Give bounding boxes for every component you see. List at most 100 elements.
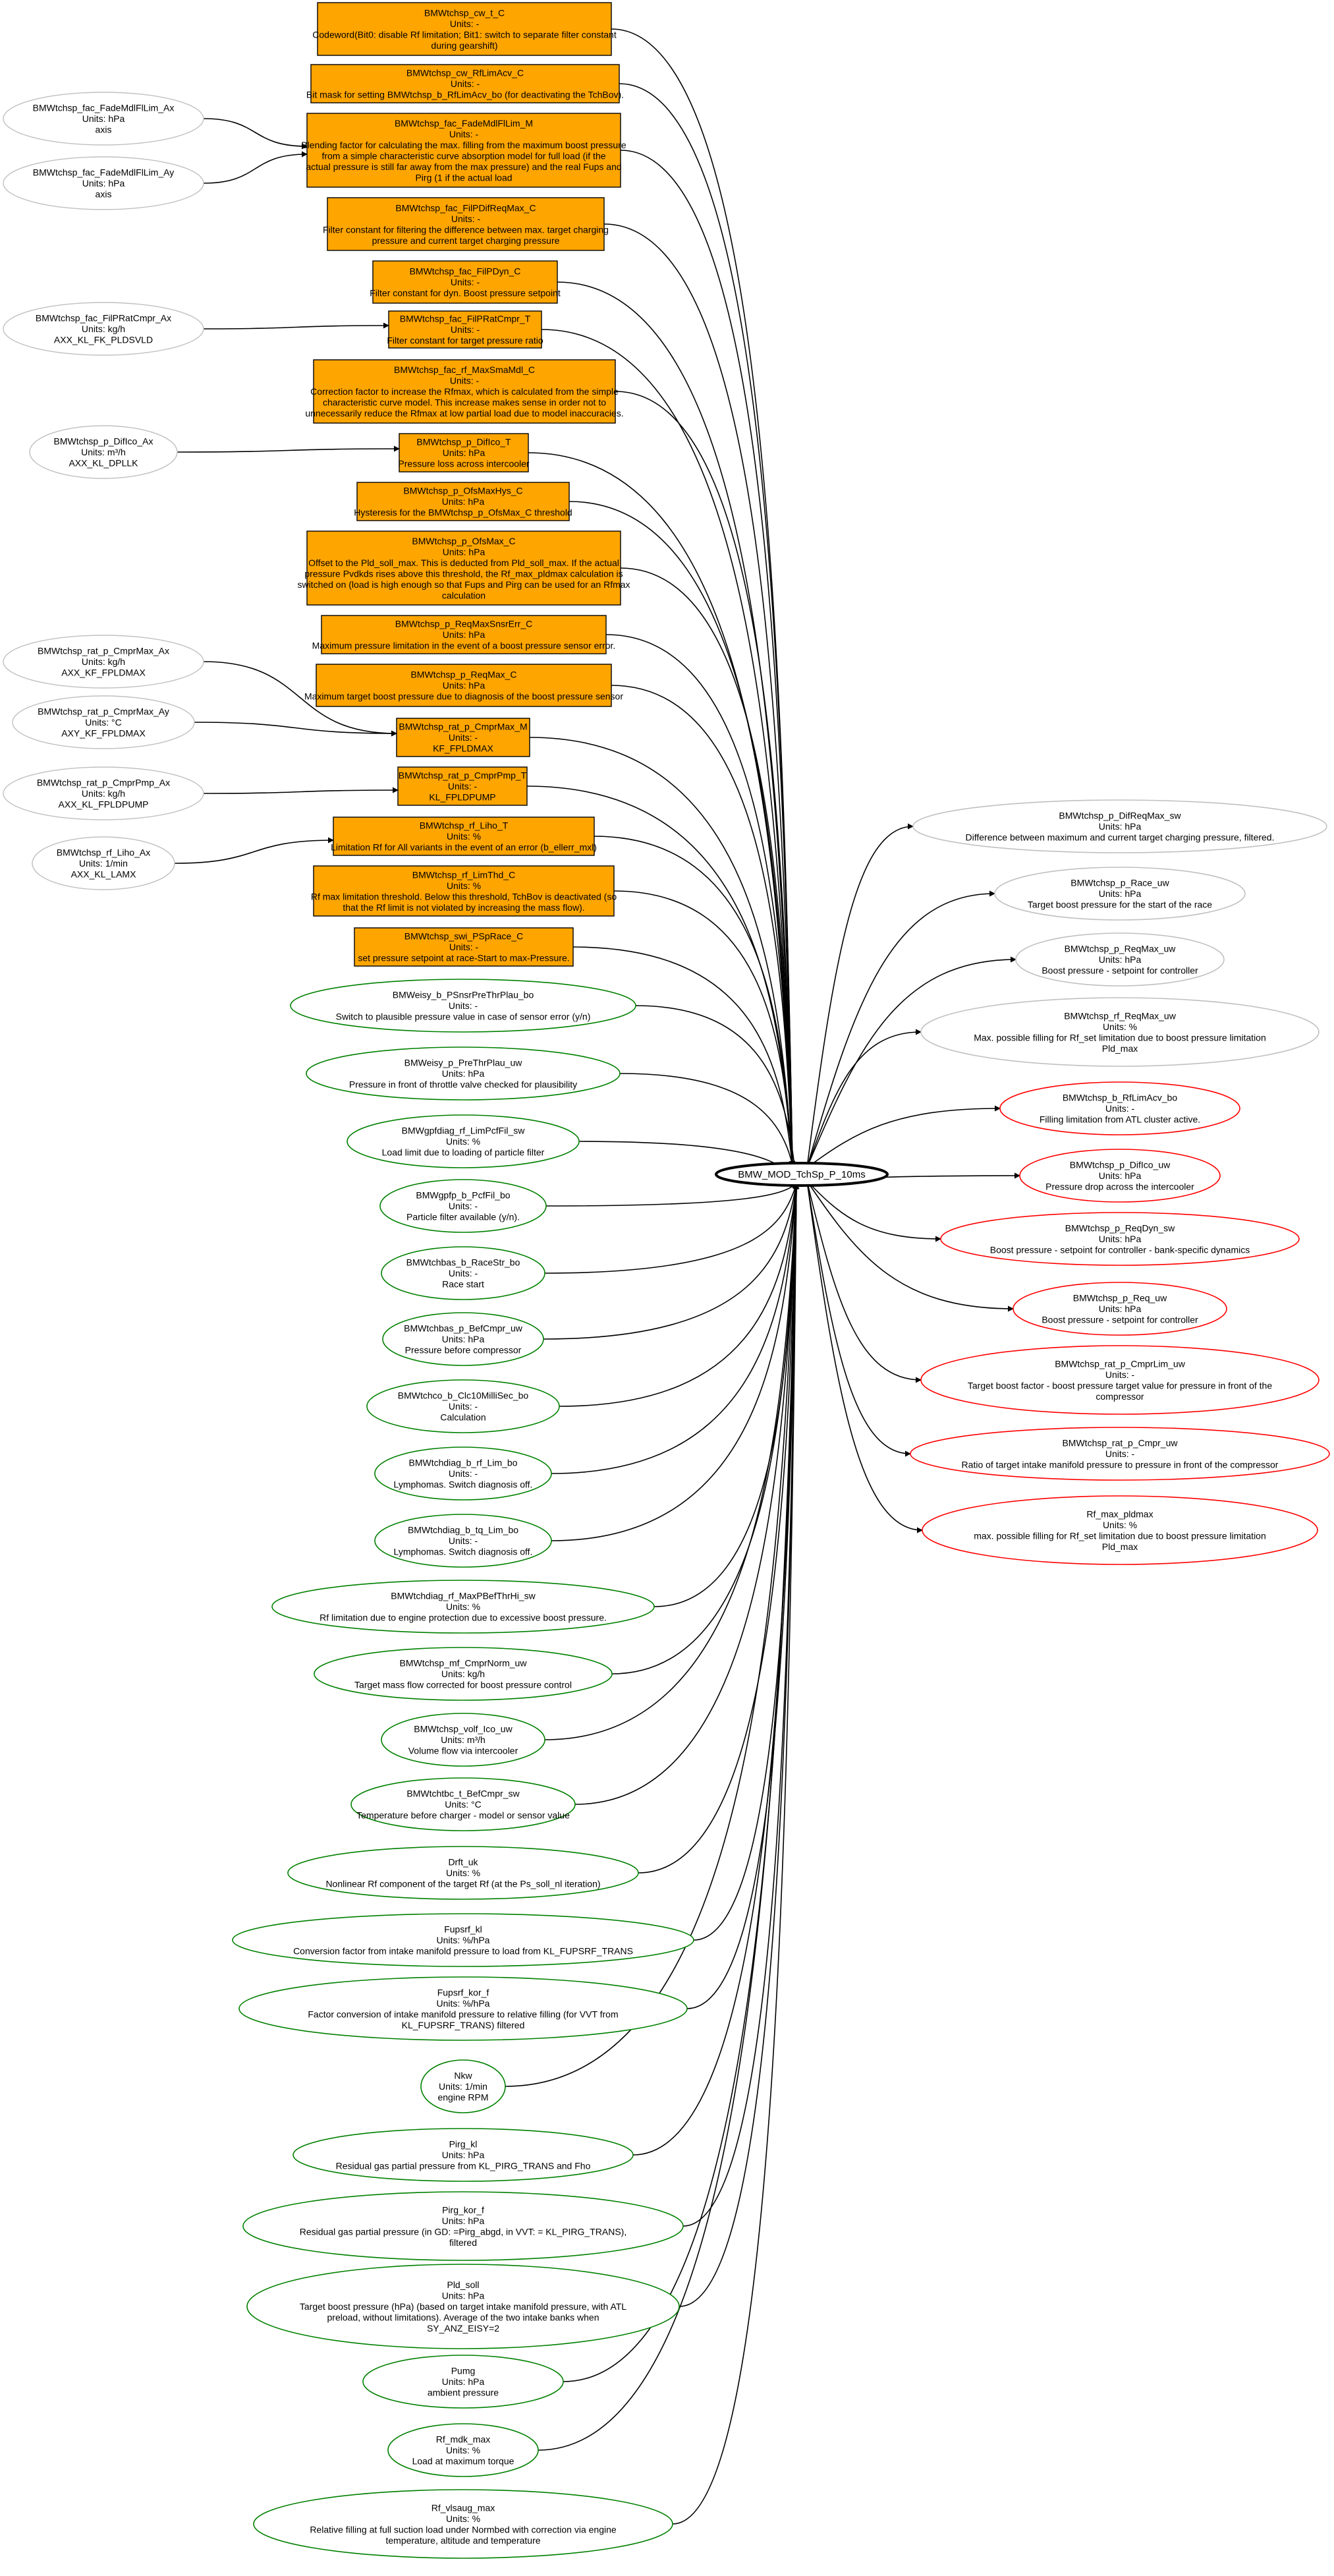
output-signal-node-ellipse xyxy=(920,997,1320,1067)
input-signal-line: Units: hPa xyxy=(442,2150,485,2160)
parameter-line: Pressure loss across intercooler xyxy=(398,459,530,469)
parameter-line: Filter constant for dyn. Boost pressure … xyxy=(370,288,561,299)
output-signal-node-red-line: Units: % xyxy=(1103,1520,1137,1530)
axis-line: AXX_KL_DPLLK xyxy=(69,458,138,469)
input-ellipse xyxy=(374,1514,552,1568)
edge-input-to-hub xyxy=(538,1183,800,2451)
input-signal-line: Units: °C xyxy=(445,1799,481,1810)
edge-input-to-hub xyxy=(551,1183,799,1474)
edge-axis-to-parameter xyxy=(203,118,308,150)
input-signal-line: Residual gas partial pressure from KL_PI… xyxy=(336,2161,591,2171)
edge-parameter-to-hub xyxy=(603,223,796,1167)
hub-module-node[interactable]: BMW_MOD_TchSp_P_10ms xyxy=(715,1162,889,1187)
input-signal-title: Pirg_kl xyxy=(449,2139,478,2150)
parameter-line: from a simple characteristic curve absor… xyxy=(321,150,605,161)
output-signal-node-red-ellipse xyxy=(1013,1282,1227,1336)
edge-parameter-to-hub xyxy=(615,391,796,1167)
input-signal-title: BMWeisy_b_PSnsrPreThrPlau_bo xyxy=(393,990,534,1000)
parameter-line: Units: hPa xyxy=(442,496,485,507)
edge-hub-to-output xyxy=(806,890,995,1168)
axis-line: axis xyxy=(96,189,112,200)
parameter-line: characteristic curve model. This increas… xyxy=(323,397,606,408)
input-signal-line: Load limit due to loading of particle fi… xyxy=(382,1147,545,1158)
parameter-box xyxy=(399,433,529,472)
output-signal-node-red-title: BMWtchsp_p_DifIco_uw xyxy=(1070,1160,1171,1170)
parameter-box xyxy=(397,766,528,806)
input-ellipse xyxy=(387,2423,539,2477)
input-signal-line: ambient pressure xyxy=(428,2388,499,2398)
input-signal-title: BMWgpfp_b_PcfFil_bo xyxy=(416,1190,510,1201)
axis-line: AXX_KL_FK_PLDSVLD xyxy=(54,335,153,345)
axis-ellipse xyxy=(29,425,178,479)
axis-line: Units: hPa xyxy=(82,178,125,188)
input-signal-line: engine RPM xyxy=(437,2092,488,2103)
axis-line: Units: °C xyxy=(85,717,121,728)
input-signal-line: Units: m³/h xyxy=(441,1734,486,1745)
output-signal-node-line: Target boost pressure for the start of t… xyxy=(1028,900,1212,910)
parameter-line: Units: - xyxy=(449,129,479,139)
input-signal-line: Switch to plausible pressure value in ca… xyxy=(336,1012,591,1022)
edge-input-to-hub xyxy=(574,1183,800,1805)
input-signal-title: BMWgpfdiag_rf_LimPcfFil_sw xyxy=(402,1126,526,1136)
